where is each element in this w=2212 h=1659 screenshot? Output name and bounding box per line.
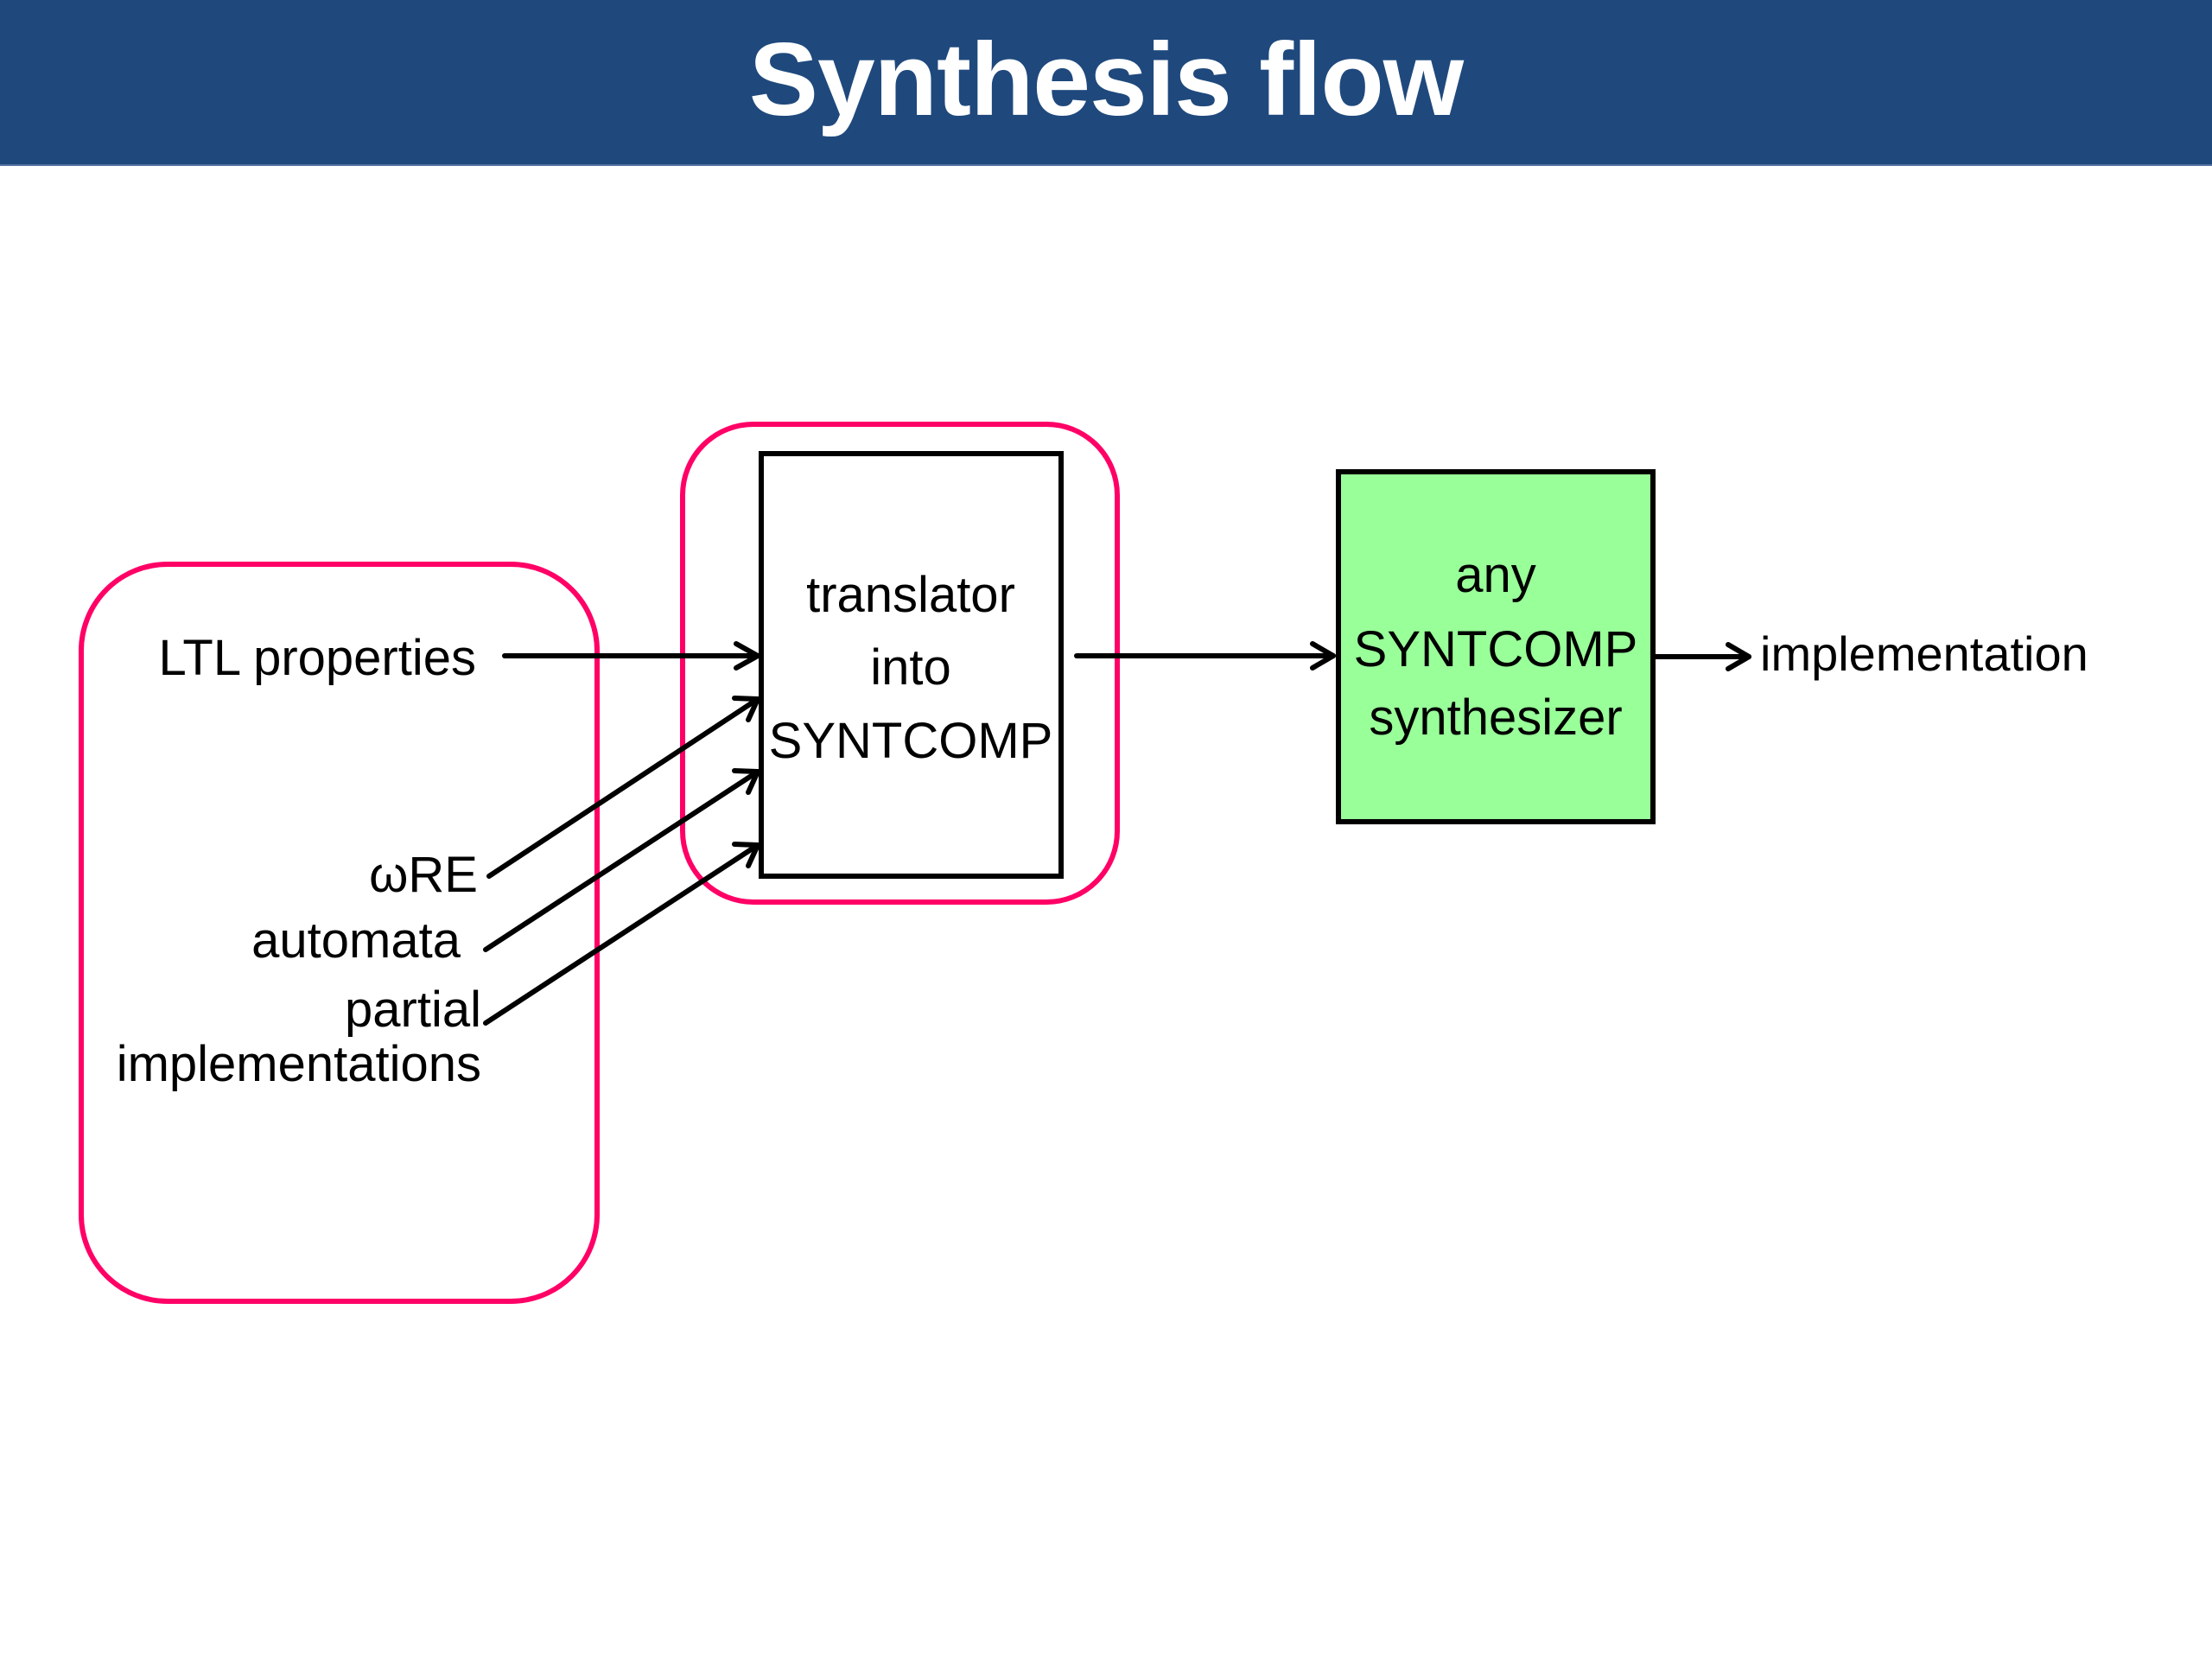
- inputs-highlight-frame: [79, 562, 600, 1304]
- arrow-synthesizer-to-implementation: [1650, 642, 1751, 671]
- translator-label-line-1: translator: [806, 567, 1015, 623]
- arrow-omega-re-to-translator: [486, 696, 760, 879]
- output-label-implementation: implementation: [1760, 626, 2088, 681]
- arrow-partial-to-translator: [483, 842, 760, 1026]
- translator-label-line-2: into: [870, 639, 951, 696]
- slide-title: Synthesis flow: [748, 22, 1464, 137]
- synthesizer-label-line-2: SYNTCOMP: [1354, 621, 1638, 677]
- translator-box: [759, 451, 1064, 879]
- synthesizer-label-line-1: any: [1455, 547, 1536, 603]
- input-label-implementations: implementations: [117, 1036, 481, 1092]
- synthesizer-box: [1336, 469, 1656, 824]
- input-label-partial: partial: [345, 982, 481, 1038]
- arrow-ltl-to-translator: [502, 641, 760, 671]
- input-label-omega-re: ωRE: [369, 847, 478, 903]
- arrow-automata-to-translator: [483, 768, 760, 952]
- input-label-ltl-properties: LTL properties: [158, 630, 476, 686]
- arrow-translator-to-synthesizer: [1074, 641, 1336, 671]
- translator-label-line-3: SYNTCOMP: [769, 713, 1053, 769]
- translator-highlight-frame: [680, 422, 1120, 905]
- title-bar: Synthesis flow: [0, 0, 2212, 166]
- synthesizer-label-line-3: synthesizer: [1369, 690, 1622, 746]
- input-label-automata: automata: [251, 912, 461, 969]
